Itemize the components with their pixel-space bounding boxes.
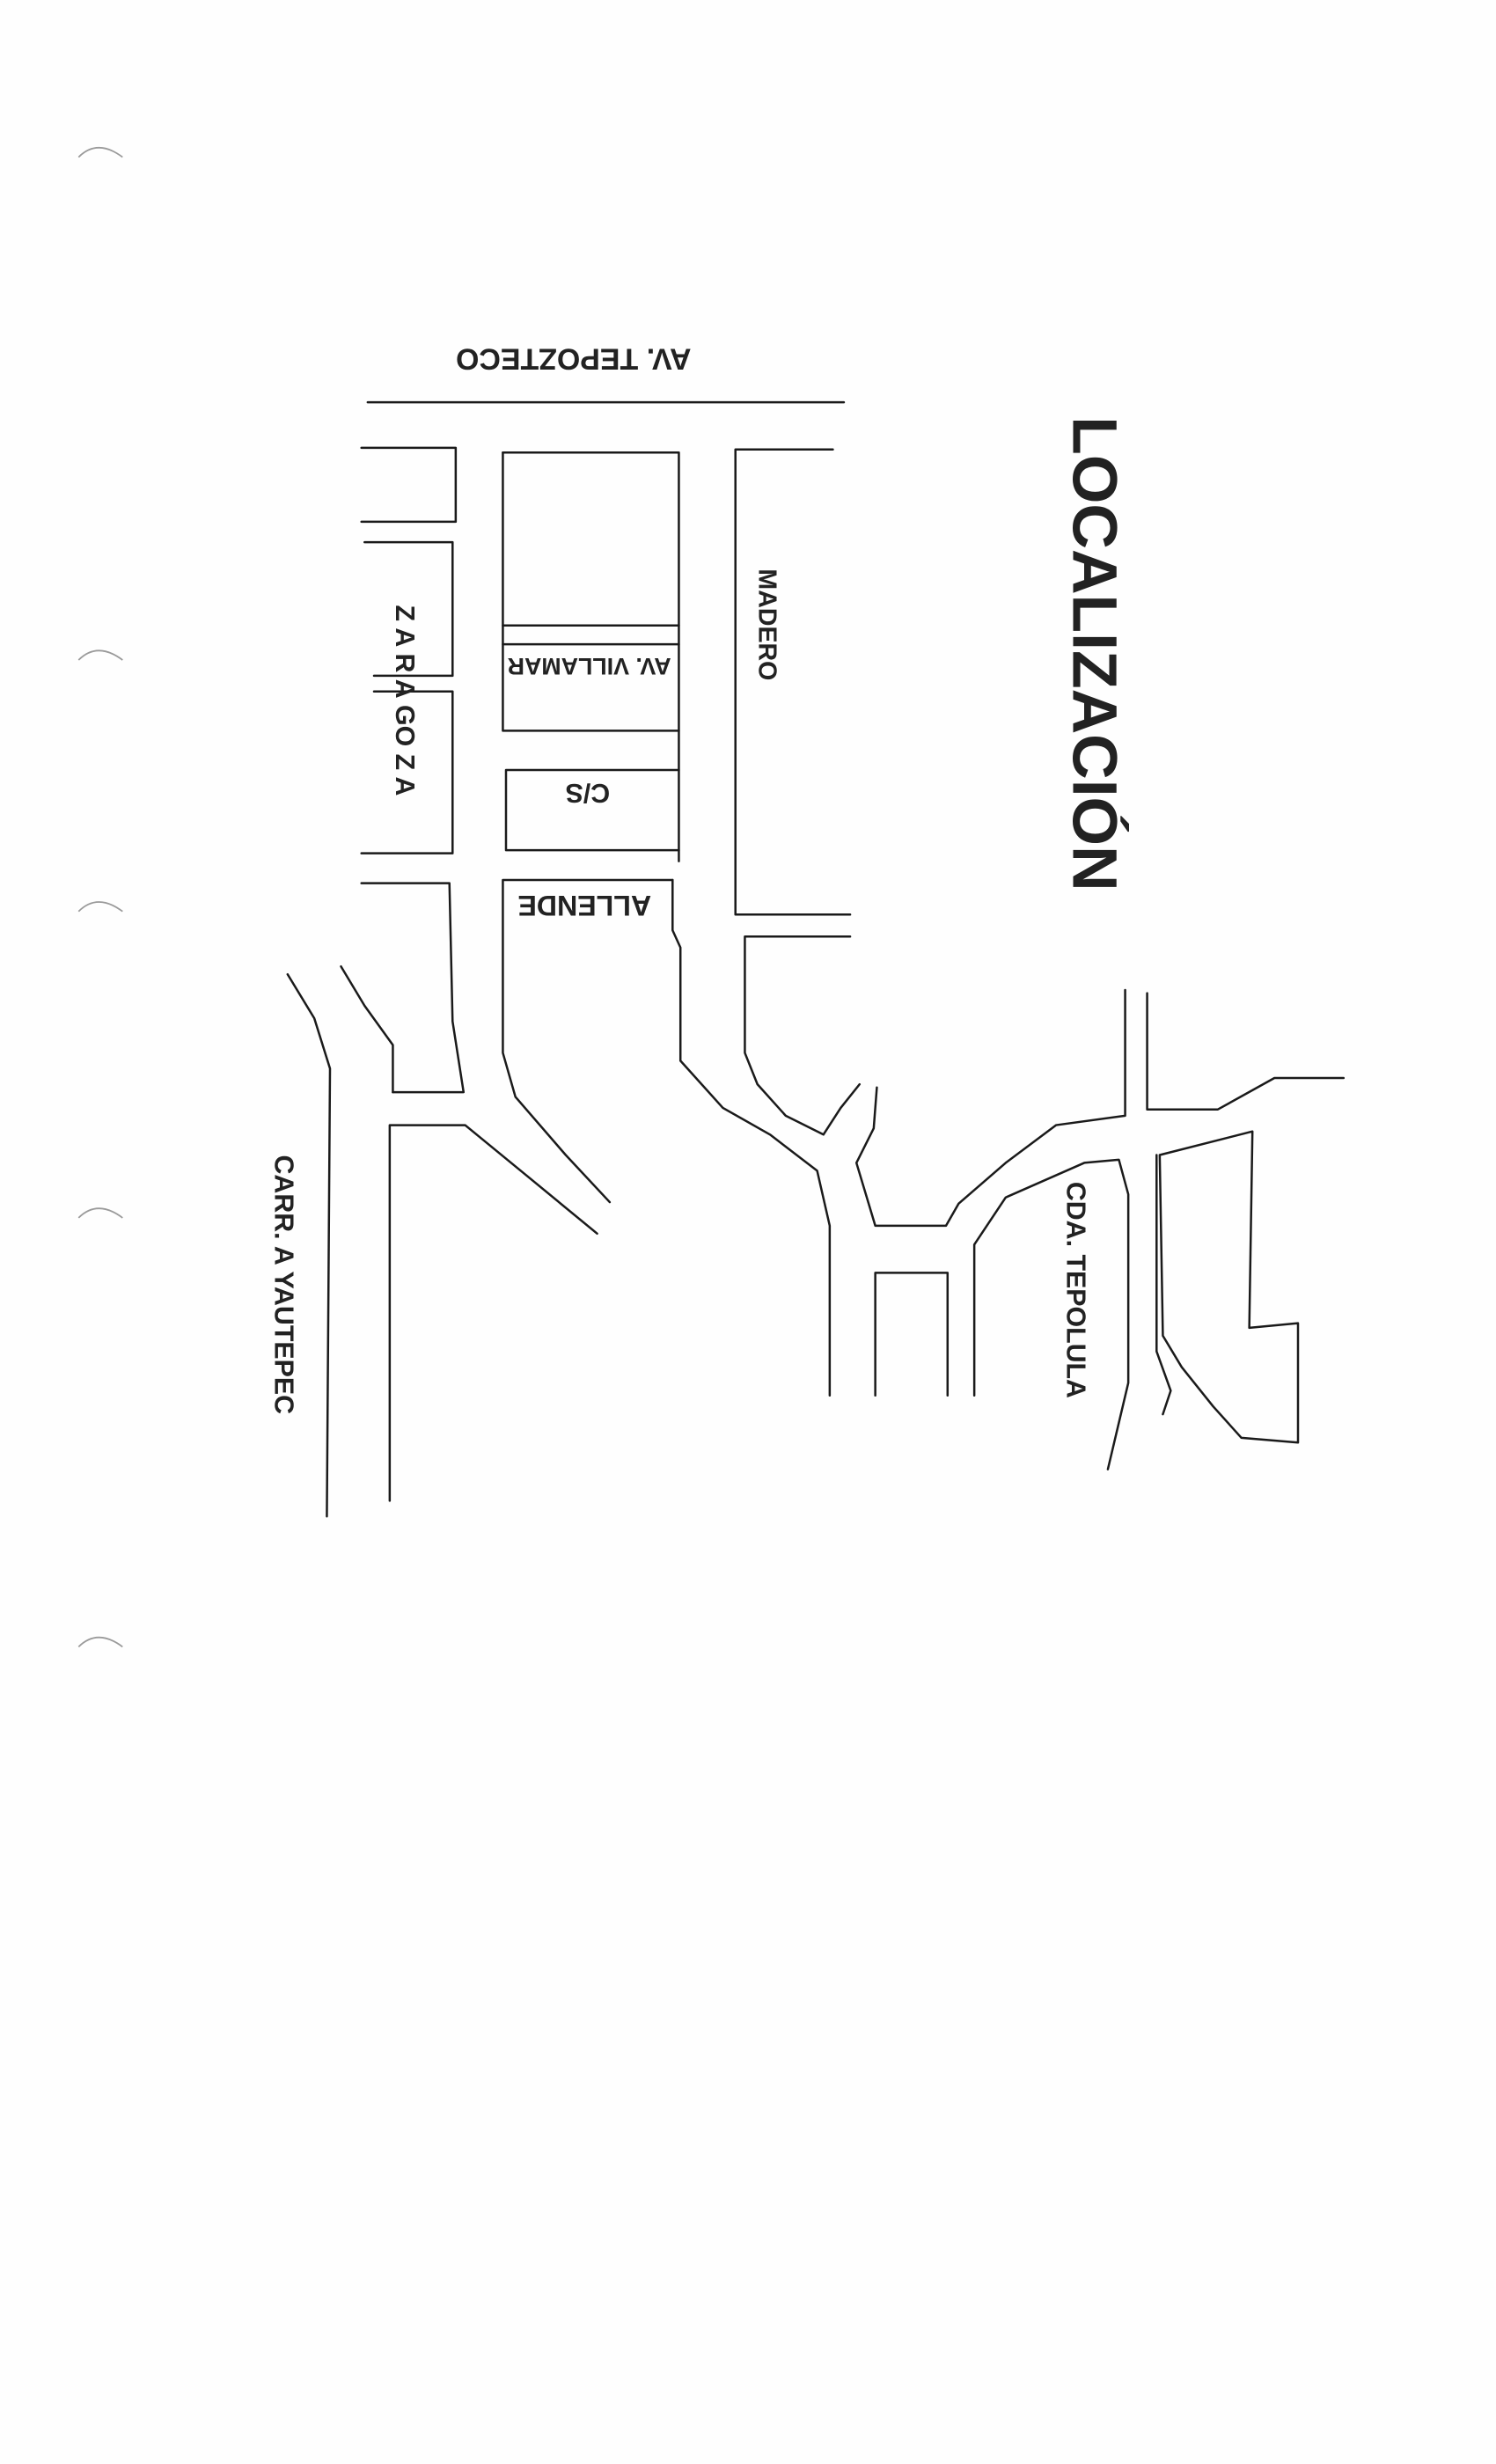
block-line [360, 446, 458, 524]
hole-punch-marks [77, 146, 123, 1648]
yautepec-line [340, 964, 394, 1094]
cs-block [504, 768, 680, 852]
block-line [502, 451, 680, 732]
yautepec-line [286, 972, 332, 1518]
block-line [360, 690, 454, 854]
label-cs: C/S [566, 778, 611, 807]
road-line [972, 1158, 1130, 1470]
label-av-villamar: AV. VILLAMAR [508, 653, 671, 679]
madero-line [734, 448, 852, 916]
road-line [1146, 992, 1346, 1111]
hatched-plot [1158, 1130, 1300, 1444]
label-cda-tepolula: CDA. TEPOLULA [1061, 1182, 1090, 1398]
road-line [1155, 1154, 1172, 1416]
street-lines [286, 400, 1346, 1518]
label-av-tepozteco: AV. TEPOZTECO [456, 341, 692, 375]
yautepec-line [388, 1124, 598, 1502]
block-line [360, 882, 466, 1094]
label-allende: ALLENDE [517, 890, 651, 921]
block-line [363, 540, 454, 678]
madero-line [744, 935, 862, 1136]
road-line [874, 1272, 950, 1397]
block-line [502, 451, 680, 862]
label-zaragoza: Z A R A GO Z A [390, 605, 419, 796]
road-line [854, 988, 1126, 1228]
label-madero: MADERO [753, 568, 781, 680]
allende-line [502, 878, 674, 1204]
title-localizacion: LOCALIZACIÓN [1060, 416, 1131, 891]
label-carr-a-yautepec: CARR. A YAUTEPEC [269, 1155, 298, 1415]
allende-line [671, 878, 832, 1397]
